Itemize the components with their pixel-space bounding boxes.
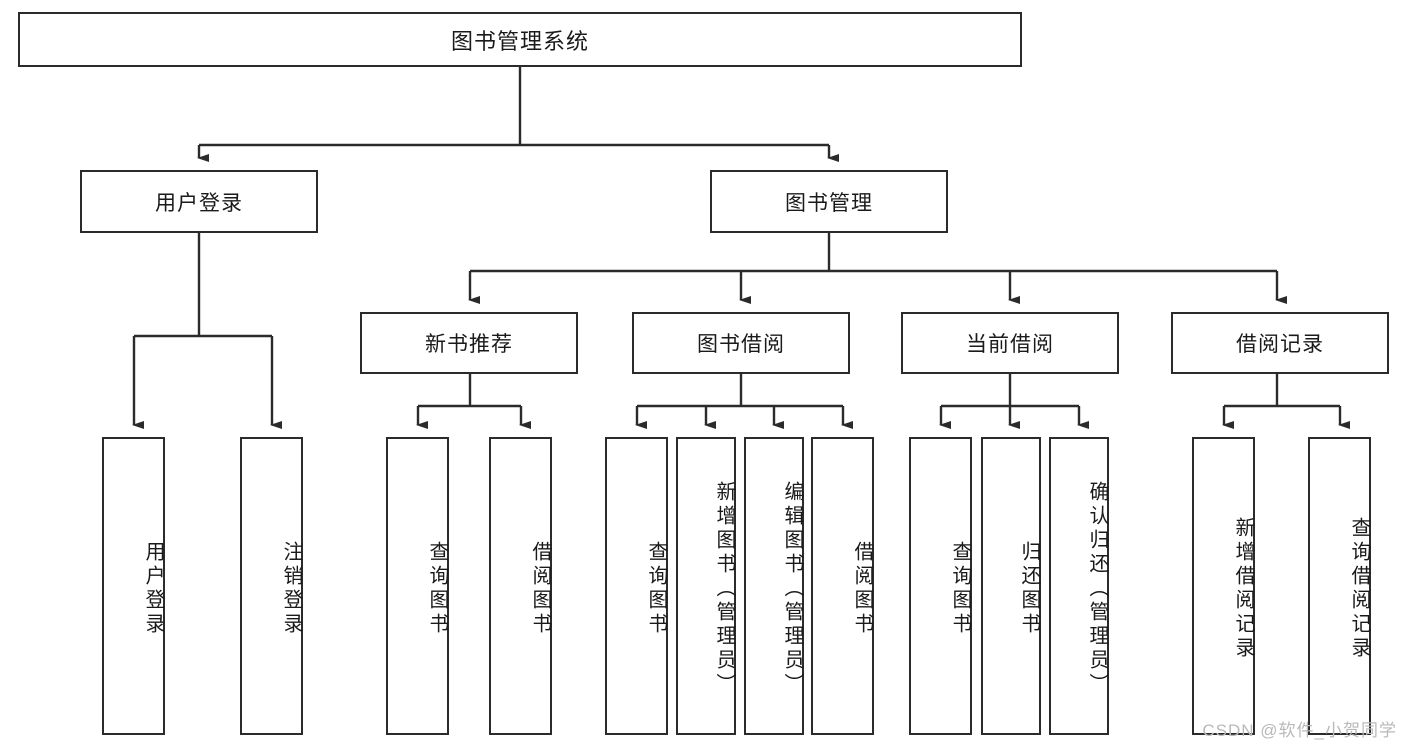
leaf-query-book-recommend[interactable]: 查询图书 — [386, 437, 449, 735]
node-label: 编辑图书（管理员） — [781, 481, 803, 697]
node-label: 用户登录 — [155, 191, 243, 215]
leaf-add-borrow-record[interactable]: 新增借阅记录 — [1192, 437, 1255, 735]
node-label: 图书借阅 — [697, 333, 785, 356]
leaf-return-book[interactable]: 归还图书 — [981, 437, 1041, 735]
node-label: 查询图书 — [426, 541, 448, 637]
node-label: 当前借阅 — [966, 333, 1054, 356]
leaf-query-book-borrow[interactable]: 查询图书 — [605, 437, 668, 735]
node-label: 借阅图书 — [529, 541, 551, 637]
node-label: 借阅记录 — [1236, 333, 1324, 356]
node-label: 新增借阅记录 — [1232, 517, 1254, 661]
node-label: 新增图书（管理员） — [713, 481, 735, 697]
node-label: 归还图书 — [1018, 541, 1040, 637]
node-label: 用户登录 — [142, 541, 164, 637]
leaf-query-book-current[interactable]: 查询图书 — [909, 437, 972, 735]
leaf-confirm-return-admin[interactable]: 确认归还（管理员） — [1049, 437, 1109, 735]
node-book-management[interactable]: 图书管理 — [710, 170, 948, 233]
node-label: 确认归还（管理员） — [1086, 481, 1108, 697]
leaf-user-login[interactable]: 用户登录 — [102, 437, 165, 735]
node-label: 查询图书 — [645, 541, 667, 637]
leaf-query-borrow-record[interactable]: 查询借阅记录 — [1308, 437, 1371, 735]
leaf-add-book-admin[interactable]: 新增图书（管理员） — [676, 437, 736, 735]
node-new-book-recommend[interactable]: 新书推荐 — [360, 312, 578, 374]
node-label: 图书管理 — [785, 191, 873, 215]
node-label: 借阅图书 — [851, 541, 873, 637]
node-current-borrow[interactable]: 当前借阅 — [901, 312, 1119, 374]
leaf-borrow-book-recommend[interactable]: 借阅图书 — [489, 437, 552, 735]
leaf-logout[interactable]: 注销登录 — [240, 437, 303, 735]
node-book-management-system[interactable]: 图书管理系统 — [18, 12, 1022, 67]
node-label: 图书管理系统 — [450, 28, 589, 54]
node-user-login[interactable]: 用户登录 — [80, 170, 318, 233]
node-label: 查询图书 — [949, 541, 971, 637]
node-book-borrow[interactable]: 图书借阅 — [632, 312, 850, 374]
node-label: 查询借阅记录 — [1348, 517, 1370, 661]
leaf-borrow-book[interactable]: 借阅图书 — [811, 437, 874, 735]
node-label: 注销登录 — [280, 541, 302, 637]
leaf-edit-book-admin[interactable]: 编辑图书（管理员） — [744, 437, 804, 735]
node-borrow-record[interactable]: 借阅记录 — [1171, 312, 1389, 374]
node-label: 新书推荐 — [425, 333, 513, 356]
